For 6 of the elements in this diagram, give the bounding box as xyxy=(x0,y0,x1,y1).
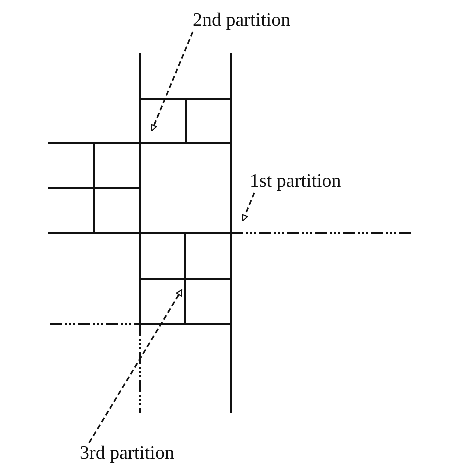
partition-label: 1st partition xyxy=(250,171,342,192)
partition-label: 2nd partition xyxy=(193,10,291,31)
leader-line xyxy=(88,289,183,444)
partition-label: 3rd partition xyxy=(80,443,174,464)
leader-line xyxy=(242,192,256,222)
leader-line xyxy=(151,32,194,132)
